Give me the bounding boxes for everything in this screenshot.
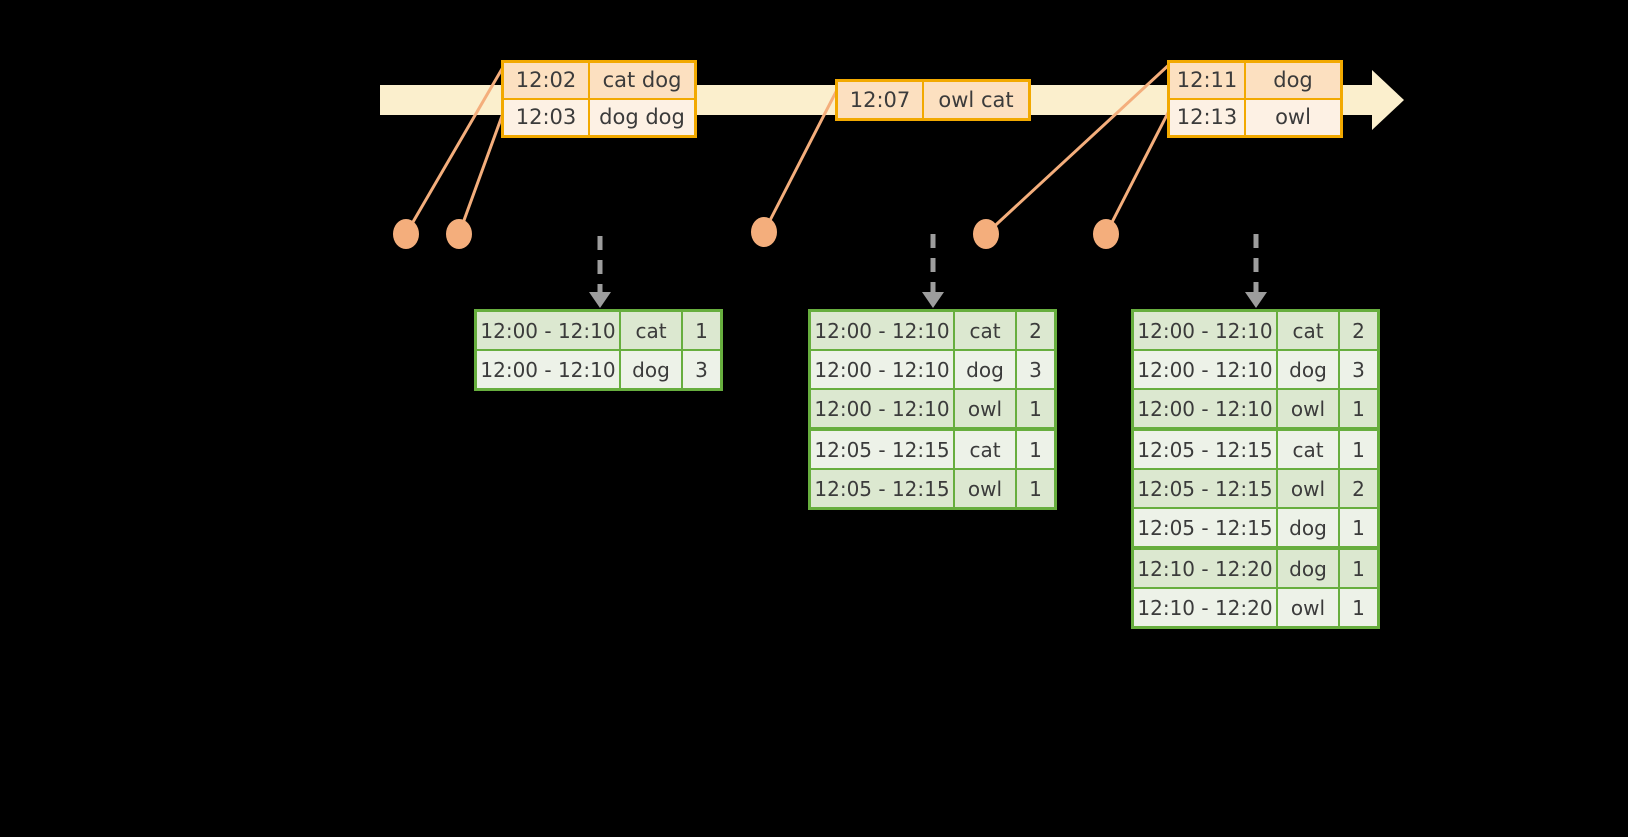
count-cell: 1 <box>1340 431 1377 468</box>
window-cell: 12:00 - 12:10 <box>1134 351 1278 388</box>
window-cell: 12:05 - 12:15 <box>811 470 955 507</box>
key-cell: dog <box>1278 351 1340 388</box>
key-cell: owl <box>1278 470 1340 507</box>
count-cell: 1 <box>1340 390 1377 427</box>
count-cell: 3 <box>683 351 720 388</box>
event-dot-2 <box>446 219 472 249</box>
count-cell: 1 <box>1340 589 1377 626</box>
event-leader-line-5 <box>1104 104 1174 235</box>
count-cell: 1 <box>1017 390 1054 427</box>
window-cell: 12:00 - 12:10 <box>477 351 621 388</box>
count-cell: 3 <box>1017 351 1054 388</box>
timeline-arrowhead <box>1372 70 1404 130</box>
count-cell: 1 <box>1340 550 1377 587</box>
event-payload: dog <box>1246 63 1340 98</box>
count-cell: 3 <box>1340 351 1377 388</box>
window-cell: 12:05 - 12:15 <box>1134 509 1278 546</box>
event-leader-line-2 <box>457 104 508 235</box>
event-payload: cat dog <box>590 63 694 98</box>
window-cell: 12:00 - 12:10 <box>811 312 955 349</box>
event-dot-5 <box>1093 219 1119 249</box>
event-leader-line-3 <box>762 83 842 233</box>
window-cell: 12:05 - 12:15 <box>811 431 955 468</box>
key-cell: dog <box>1278 550 1340 587</box>
window-cell: 12:10 - 12:20 <box>1134 589 1278 626</box>
key-cell: cat <box>1278 312 1340 349</box>
window-cell: 12:00 - 12:10 <box>1134 312 1278 349</box>
event-timestamp: 12:02 <box>504 63 590 98</box>
event-dot-4 <box>973 219 999 249</box>
event-timestamp: 12:03 <box>504 100 590 135</box>
count-cell: 1 <box>1340 509 1377 546</box>
event-leader-line-1 <box>404 61 508 235</box>
event-timestamp: 12:11 <box>1170 63 1246 98</box>
window-cell: 12:05 - 12:15 <box>1134 431 1278 468</box>
emit-arrow-1-head <box>589 292 611 308</box>
window-cell: 12:00 - 12:10 <box>811 351 955 388</box>
window-cell: 12:00 - 12:10 <box>477 312 621 349</box>
key-cell: cat <box>955 312 1017 349</box>
count-cell: 1 <box>1017 470 1054 507</box>
key-cell: dog <box>955 351 1017 388</box>
count-cell: 1 <box>683 312 720 349</box>
window-cell: 12:05 - 12:15 <box>1134 470 1278 507</box>
count-cell: 2 <box>1017 312 1054 349</box>
event-timestamp: 12:07 <box>838 82 924 118</box>
key-cell: cat <box>955 431 1017 468</box>
count-cell: 1 <box>1017 431 1054 468</box>
event-dot-1 <box>393 219 419 249</box>
key-cell: cat <box>1278 431 1340 468</box>
event-dot-3 <box>751 217 777 247</box>
window-cell: 12:00 - 12:10 <box>811 390 955 427</box>
emit-arrow-3-head <box>1245 292 1267 308</box>
window-cell: 12:00 - 12:10 <box>1134 390 1278 427</box>
event-payload: owl cat <box>924 82 1028 118</box>
event-payload: owl <box>1246 100 1340 135</box>
emit-arrow-2-head <box>922 292 944 308</box>
key-cell: owl <box>955 390 1017 427</box>
window-cell: 12:10 - 12:20 <box>1134 550 1278 587</box>
event-payload: dog dog <box>590 100 694 135</box>
key-cell: cat <box>621 312 683 349</box>
count-cell: 2 <box>1340 312 1377 349</box>
key-cell: owl <box>955 470 1017 507</box>
key-cell: dog <box>621 351 683 388</box>
key-cell: owl <box>1278 589 1340 626</box>
count-cell: 2 <box>1340 470 1377 507</box>
key-cell: dog <box>1278 509 1340 546</box>
key-cell: owl <box>1278 390 1340 427</box>
event-timestamp: 12:13 <box>1170 100 1246 135</box>
event-leader-line-4 <box>984 60 1174 236</box>
